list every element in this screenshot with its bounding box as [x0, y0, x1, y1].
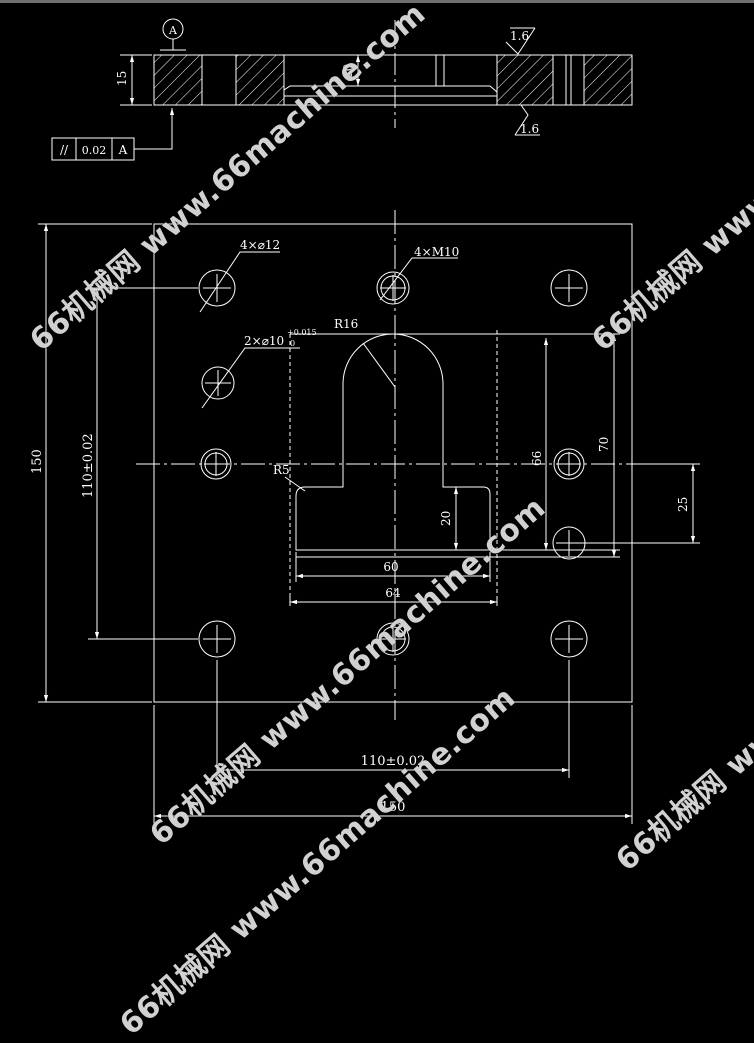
roughness-bottom: 1.6: [520, 122, 539, 136]
tol-datum: A: [118, 143, 128, 157]
dim-60: 60: [383, 560, 398, 574]
roughness-top: 1.6: [510, 29, 529, 43]
section-view: [51, 18, 633, 161]
plan-view: [38, 210, 700, 824]
holes-2x10: [201, 366, 586, 560]
label-r5: R5: [273, 463, 290, 477]
dim-height-150: 150: [30, 449, 45, 474]
tol-symbol: //: [60, 143, 69, 157]
label-2x10: 2×⌀10: [244, 334, 284, 348]
label-4x12: 4×⌀12: [240, 238, 280, 252]
window-top-edge: [0, 0, 754, 3]
slot-profile: [295, 333, 491, 551]
holes-4xm10: [200, 271, 585, 656]
plate-outline: [153, 223, 633, 703]
label-4xm10: 4×M10: [414, 245, 459, 259]
label-2x10-tol-upper: +0.015: [287, 328, 317, 337]
dim-hole-spacing-h: 110±0.02: [361, 754, 426, 769]
label-r16: R16: [334, 317, 358, 331]
dim-66: 66: [530, 451, 544, 466]
dim-64: 64: [385, 586, 401, 600]
dim-thickness: 15: [115, 71, 129, 86]
holes-4x12: [198, 269, 588, 658]
label-2x10-tol-lower: 0: [290, 339, 295, 348]
dim-pocket-depth: 10: [341, 64, 355, 79]
datum-label: A: [168, 24, 178, 37]
dim-width-150: 150: [381, 800, 406, 815]
dim-70: 70: [597, 437, 611, 452]
drawing-svg: A 15 10 1.6 1.6 // 0.02 A: [30, 18, 700, 824]
dim-25: 25: [676, 497, 690, 512]
tol-value: 0.02: [82, 144, 107, 157]
dim-hole-spacing-v: 110±0.02: [81, 433, 96, 498]
dim-20: 20: [439, 511, 453, 526]
